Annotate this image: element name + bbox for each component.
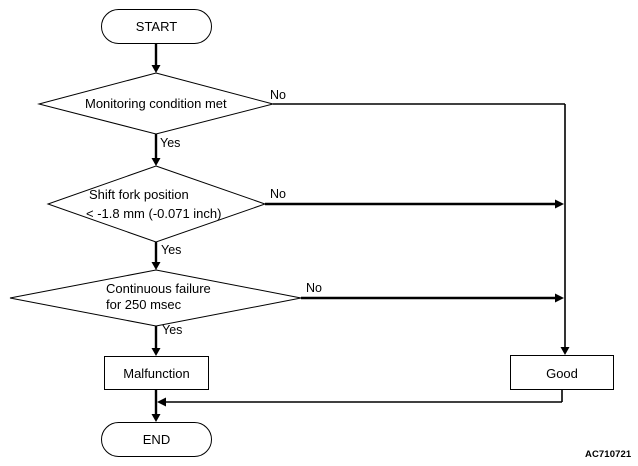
shift-fork-position-decision: Shift fork position < -1.8 mm (-0.071 in… (46, 165, 267, 243)
good-return-connector (157, 389, 563, 407)
good-box (510, 355, 614, 390)
malfunction-to-end-connector (151, 389, 161, 422)
continuous-failure-line-1: Continuous failure (106, 281, 211, 296)
start-to-monitoring-connector (151, 43, 161, 73)
continuous-failure-yes-label: Yes (162, 323, 182, 337)
continuous-failure-yes-connector: Yes (151, 323, 182, 356)
shift-fork-yes-label: Yes (161, 243, 181, 257)
shift-fork-line-2: < -1.8 mm (-0.071 inch) (86, 206, 221, 221)
monitoring-condition-decision: Monitoring condition met (37, 72, 275, 135)
end-label: END (143, 432, 170, 447)
good-process: Good (510, 355, 614, 390)
monitoring-condition-label: Monitoring condition met (85, 96, 227, 111)
continuous-failure-line-2: for 250 msec (106, 297, 182, 312)
shift-fork-diamond (46, 165, 267, 243)
end-terminal-shape (101, 422, 212, 457)
monitoring-yes-connector: Yes (151, 134, 180, 166)
start-label: START (136, 19, 177, 34)
end-terminal: END (101, 422, 212, 457)
shift-fork-yes-connector: Yes (151, 242, 181, 270)
shift-fork-no-label: No (270, 187, 286, 201)
shift-fork-line-1: Shift fork position (89, 187, 189, 202)
figure-id-label: AC710721 (585, 449, 632, 460)
start-terminal: START (101, 9, 212, 44)
monitoring-no-label: No (270, 88, 286, 102)
good-label: Good (546, 366, 578, 381)
malfunction-label: Malfunction (123, 366, 189, 381)
malfunction-process: Malfunction (104, 356, 209, 390)
continuous-failure-decision: Continuous failure for 250 msec (9, 269, 302, 327)
no-paths: No No No (265, 88, 570, 355)
monitoring-yes-label: Yes (160, 136, 180, 150)
continuous-failure-no-label: No (306, 281, 322, 295)
malfunction-box (104, 356, 209, 390)
